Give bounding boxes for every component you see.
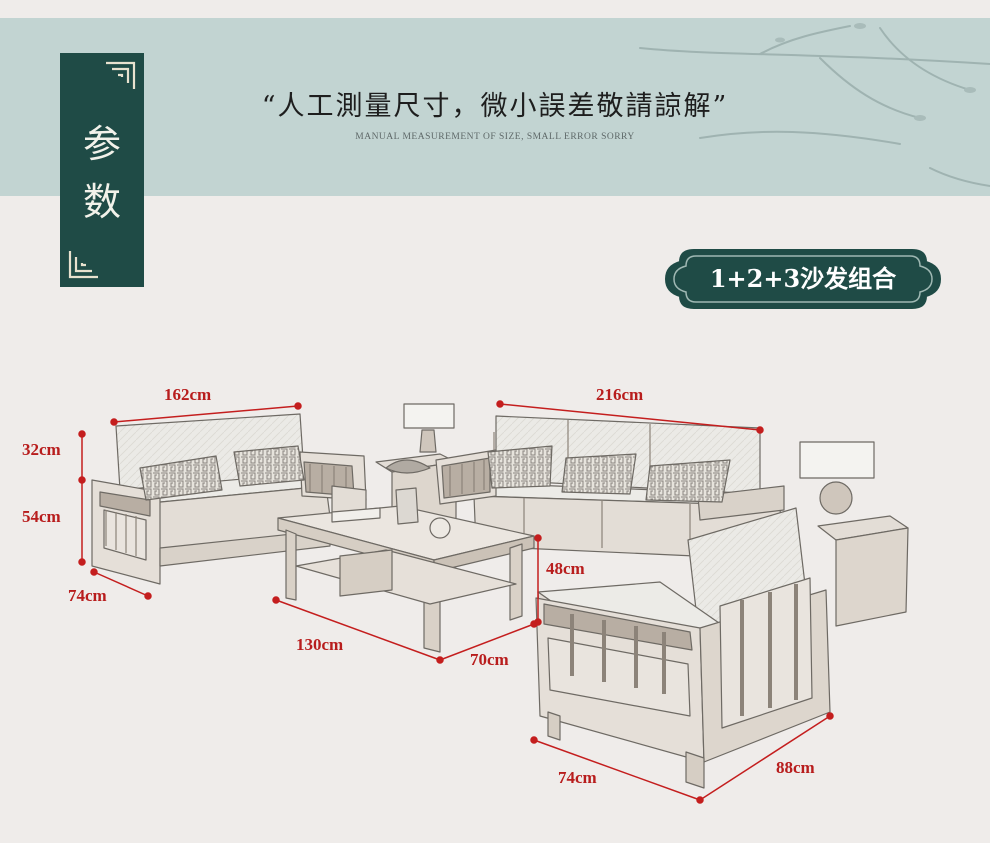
dim-chair-depth: 88cm <box>776 758 815 777</box>
section-tag-char-2: 数 <box>82 180 121 224</box>
lamp-table-right <box>799 441 909 627</box>
dim-table-depth: 70cm <box>470 650 509 669</box>
branch-decoration <box>639 23 990 187</box>
header-banner <box>0 18 990 196</box>
section-tag-text: 参 数 <box>60 115 144 231</box>
measurement-note-english: MANUAL MEASUREMENT OF SIZE, SMALL ERROR … <box>355 132 635 142</box>
fret-corner-top-icon <box>106 61 136 89</box>
fret-corner-bottom-icon <box>68 251 98 279</box>
dimension-lines <box>78 400 834 804</box>
loveseat <box>91 413 367 585</box>
measurement-note: “人工測量尺寸，微小誤差敬請諒解” <box>261 91 729 122</box>
dim-loveseat-width: 162cm <box>164 385 212 404</box>
badge-label: 1+2+3沙发组合 <box>709 264 897 293</box>
dim-loveseat-depth: 74cm <box>68 586 107 605</box>
dim-table-height: 48cm <box>546 559 585 578</box>
dim-chair-width: 74cm <box>558 768 597 787</box>
dim-back-height: 32cm <box>22 440 61 459</box>
badge-shape <box>664 249 942 309</box>
coffee-table <box>277 459 535 653</box>
dim-sofa-width: 216cm <box>596 385 644 404</box>
armchair <box>535 507 831 789</box>
section-tag-char-1: 参 <box>82 122 121 166</box>
dim-seat-height: 54cm <box>22 507 61 526</box>
section-tag: 参 数 <box>60 53 144 287</box>
dim-table-length: 130cm <box>296 635 344 654</box>
